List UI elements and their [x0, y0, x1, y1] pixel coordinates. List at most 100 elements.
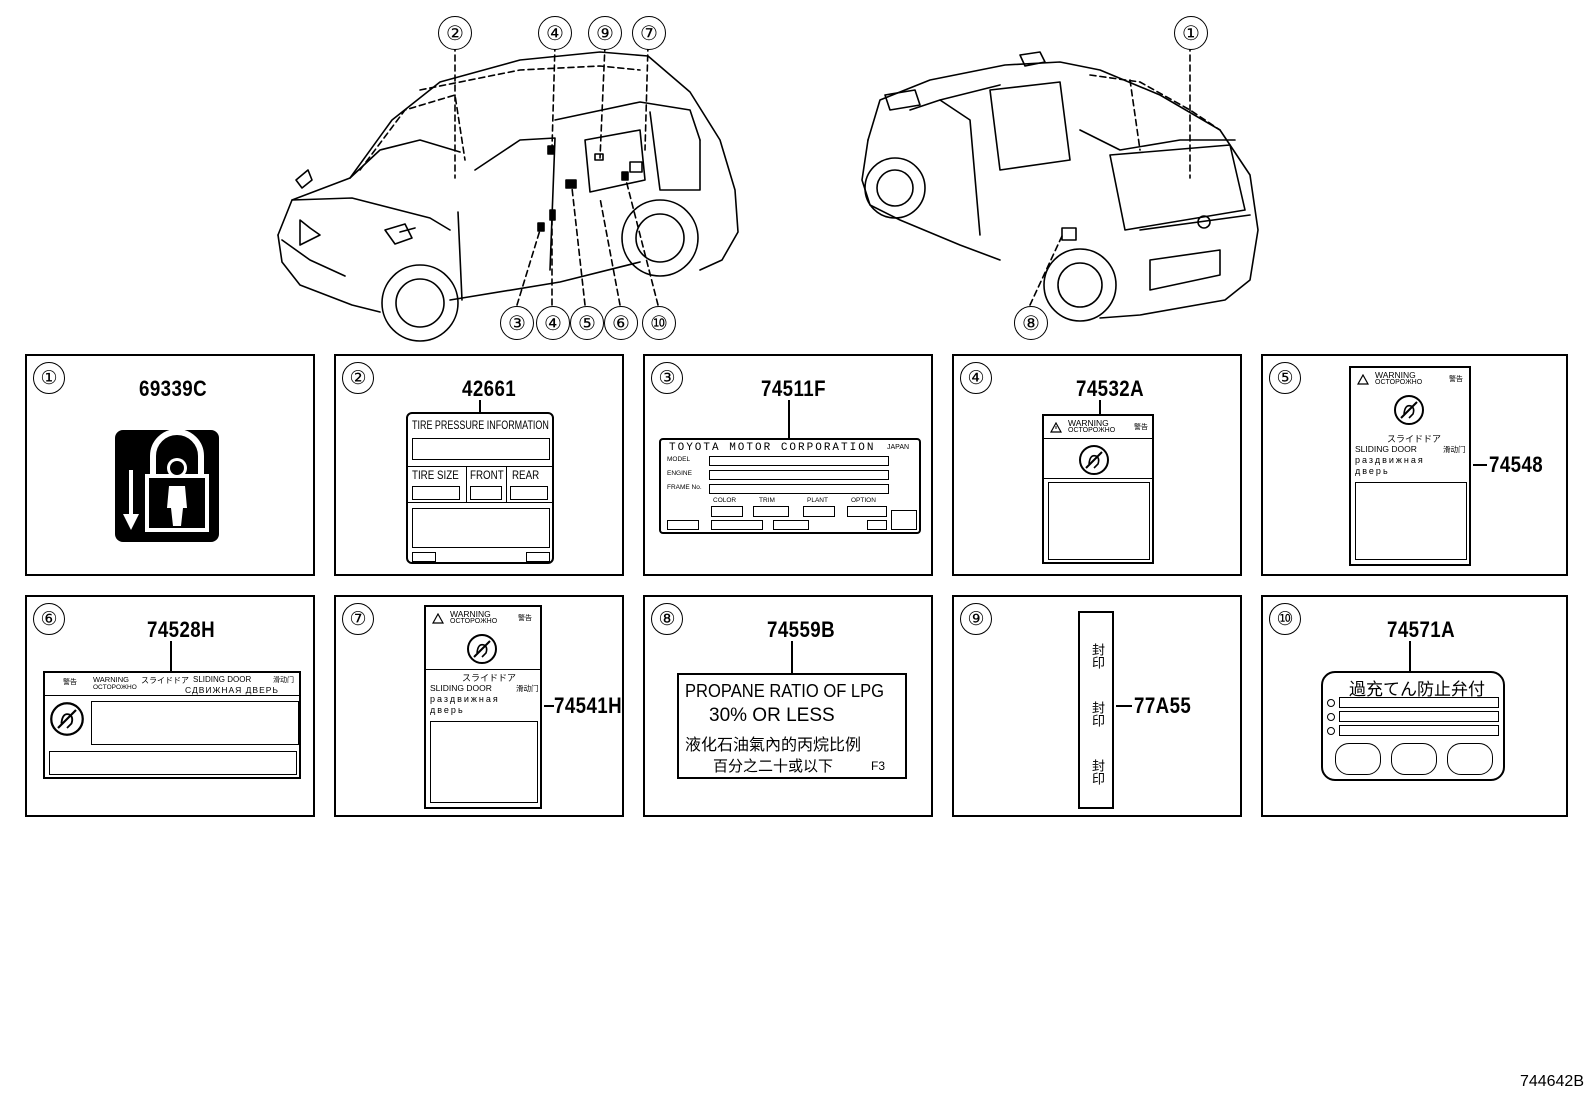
callout-1: ①	[1174, 16, 1208, 50]
part-number: 42661	[462, 376, 517, 401]
slide-en: SLIDING DOOR	[193, 675, 252, 684]
vin-plate-label: TOYOTA MOTOR CORPORATION JAPAN MODEL ENG…	[659, 438, 921, 534]
hand-pinch-icon	[467, 634, 497, 664]
slide-jp: スライドドア	[462, 673, 517, 683]
tire-pressure-label: TIRE PRESSURE INFORMATION TIRE SIZE FRON…	[406, 412, 554, 564]
lpg-line-2: 30% OR LESS	[709, 705, 835, 726]
slide-en: SLIDING DOOR	[1355, 444, 1417, 454]
panel-7: ⑦ WARNING OCTOPOЖHO 警告 スライドドア SLIDING DO…	[334, 595, 624, 817]
callout-6: ⑥	[604, 306, 638, 340]
panel-number: ⑤	[1269, 362, 1301, 394]
tire-rear-header: REAR	[512, 470, 540, 482]
seal-label: 封印 封印 封印	[1078, 611, 1114, 809]
lpg-line-1: PROPANE RATIO OF LPG	[685, 681, 885, 701]
callout-2: ②	[438, 16, 472, 50]
panel-9: ⑨ 封印 封印 封印 77A55	[952, 595, 1242, 817]
panel-number: ③	[651, 362, 683, 394]
car-rear-view	[861, 44, 1259, 322]
slide-jp: スライドドア	[1387, 434, 1442, 444]
part-number: 77A55	[1134, 693, 1192, 718]
vin-country: JAPAN	[887, 444, 910, 451]
slide-ru-one: СДВИЖНАЯ ДВЕРЬ	[185, 685, 279, 695]
lpg-ratio-label: PROPANE RATIO OF LPG 30% OR LESS 液化石油氣內的…	[677, 673, 907, 779]
slide-en: SLIDING DOOR	[430, 683, 492, 693]
slide-cn: 滑动门	[273, 677, 294, 684]
hand-pinch-icon	[50, 702, 84, 736]
vin-engine: ENGINE	[667, 470, 692, 477]
callout-7: ⑦	[632, 16, 666, 50]
sliding-door-wide-label: 警告 WARNING OCTOPOЖHO スライドドア SLIDING DOOR…	[43, 671, 301, 779]
warning-ru: OCTOPOЖHO	[93, 684, 137, 691]
callout-10: ⑩	[642, 306, 676, 340]
lpg-line-3: 液化石油氣內的丙烷比例	[685, 737, 862, 754]
panel-number: ①	[33, 362, 65, 394]
child-lock-label	[115, 429, 219, 542]
callout-4-top: ④	[538, 16, 572, 50]
warning-cn: 警告	[63, 679, 77, 686]
panel-number: ⑦	[342, 603, 374, 635]
child-lock-icon	[119, 429, 215, 538]
seal-text-3: 封印	[1090, 759, 1105, 785]
panel-number: ②	[342, 362, 374, 394]
panel-2: ② 42661 TIRE PRESSURE INFORMATION TIRE S…	[334, 354, 624, 576]
sliding-door-warning-label: WARNING OCTOPOЖHO 警告 スライドドア SLIDING DOOR…	[1349, 366, 1471, 566]
warning-cn: 警告	[518, 615, 532, 622]
slide-cn: 滑动门	[1443, 445, 1466, 454]
warning-triangle-icon	[432, 613, 444, 624]
valve-title: 過充てん防止弁付	[1349, 680, 1485, 699]
panel-6: ⑥ 74528H 警告 WARNING OCTOPOЖHO スライドドア SLI…	[25, 595, 315, 817]
vin-plant: PLANT	[807, 497, 828, 504]
panel-8: ⑧ 74559B PROPANE RATIO OF LPG 30% OR LES…	[643, 595, 933, 817]
slide-ru2: дверь	[430, 705, 465, 715]
tire-size-header: TIRE SIZE	[412, 470, 459, 482]
part-number: 74541H	[554, 693, 623, 718]
part-number: 74559B	[767, 617, 836, 642]
panel-5: ⑤ WARNING OCTOPOЖHO 警告 スライドドア SLIDING DO…	[1261, 354, 1568, 576]
warning-en: WARNING	[1375, 370, 1416, 380]
seal-text-2: 封印	[1090, 701, 1105, 727]
part-number: 69339C	[139, 376, 208, 401]
panel-number: ④	[960, 362, 992, 394]
vin-trim: TRIM	[759, 497, 775, 504]
panel-10: ⑩ 74571A 過充てん防止弁付	[1261, 595, 1568, 817]
warning-triangle-icon	[1050, 422, 1062, 433]
lpg-code: F3	[871, 759, 886, 773]
slide-ru2: дверь	[1355, 466, 1390, 476]
panel-number: ⑧	[651, 603, 683, 635]
part-number: 74532A	[1076, 376, 1145, 401]
panel-number: ⑨	[960, 603, 992, 635]
hand-pinch-icon	[1394, 395, 1424, 425]
overfill-valve-label: 過充てん防止弁付	[1321, 671, 1505, 781]
callout-5: ⑤	[570, 306, 604, 340]
warning-ru: OCTOPOЖHO	[450, 618, 498, 625]
hand-pinch-icon	[1079, 445, 1109, 475]
lpg-line-4: 百分之二十或以下	[713, 758, 834, 775]
diagram-reference: 744642B	[1519, 1073, 1584, 1090]
warning-label-small: WARNING OCTOPOЖHO 警告	[1042, 414, 1154, 564]
vin-option: OPTION	[851, 497, 876, 504]
callout-3: ③	[500, 306, 534, 340]
warning-cn: 警告	[1134, 424, 1148, 431]
part-number: 74511F	[761, 376, 826, 401]
slide-cn: 滑动门	[516, 684, 539, 693]
slide-ru1: раздвижная	[1355, 455, 1425, 465]
panel-number: ⑥	[33, 603, 65, 635]
warning-ru: OCTOPOЖHO	[1375, 379, 1423, 386]
vin-frame: FRAME No.	[667, 484, 702, 491]
slide-ru1: раздвижная	[430, 694, 500, 704]
warning-en: WARNING	[450, 609, 491, 619]
warning-ru: OCTOPOЖHO	[1068, 427, 1116, 434]
vin-maker: TOYOTA MOTOR CORPORATION	[669, 442, 876, 454]
callout-9: ⑨	[588, 16, 622, 50]
part-number: 74548	[1489, 452, 1544, 477]
part-number: 74528H	[147, 617, 216, 642]
panel-number: ⑩	[1269, 603, 1301, 635]
tire-front-header: FRONT	[470, 470, 504, 482]
part-number: 74571A	[1387, 617, 1456, 642]
panel-1: ① 69339C	[25, 354, 315, 576]
vin-color: COLOR	[713, 497, 737, 504]
warning-en: WARNING	[1068, 418, 1109, 428]
tire-label-title: TIRE PRESSURE INFORMATION	[412, 420, 549, 432]
sliding-door-warning-label-tall: WARNING OCTOPOЖHO 警告 スライドドア SLIDING DOOR…	[424, 605, 542, 809]
vehicle-illustrations	[277, 44, 1259, 342]
